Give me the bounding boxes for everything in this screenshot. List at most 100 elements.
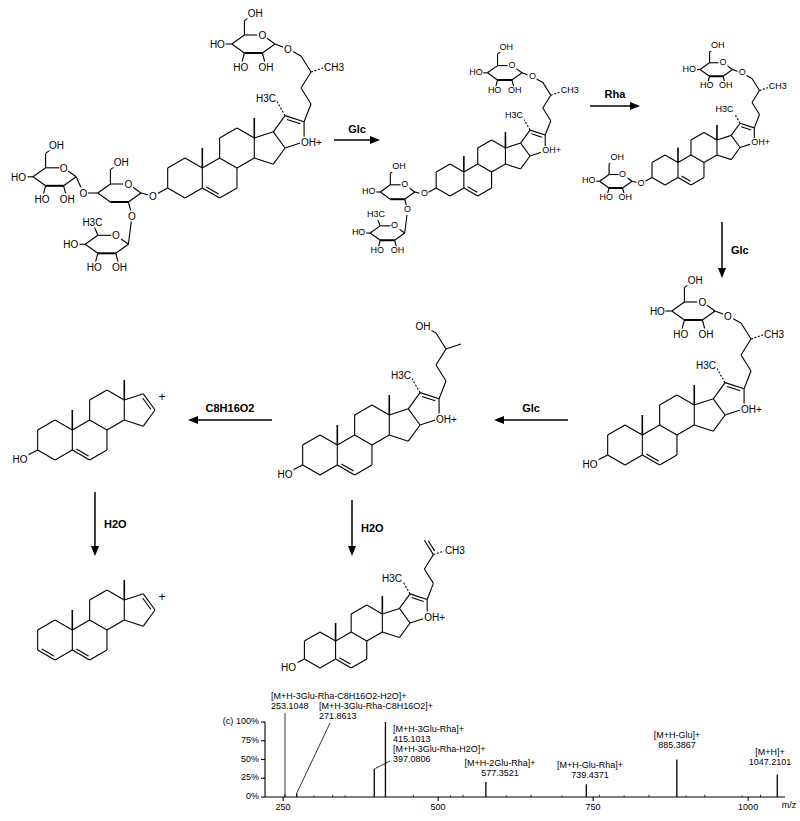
bond-line <box>659 405 660 425</box>
bond-line <box>185 188 202 198</box>
bond-line <box>273 116 285 132</box>
bond-line <box>478 140 492 148</box>
atom-label: HO <box>12 454 29 465</box>
bond-line <box>723 70 732 77</box>
axis-label: 25% <box>240 773 260 783</box>
bond-line <box>600 175 609 182</box>
bond-line <box>512 73 522 80</box>
peak-label: 415.1013 <box>392 735 432 745</box>
bond-line <box>652 178 665 186</box>
bond-line <box>731 148 740 160</box>
double-bond-line <box>206 187 218 194</box>
arrow-label: Rha <box>604 88 627 100</box>
arrow-head <box>718 268 726 278</box>
double-bond-line <box>339 658 350 664</box>
bond-line <box>677 163 678 178</box>
bond-line <box>220 158 237 168</box>
atom-label: HO <box>582 459 599 470</box>
double-bond-line <box>741 127 751 130</box>
atom-label: OH+ <box>435 413 458 424</box>
bond-line <box>55 450 72 460</box>
spectrum-peak <box>450 796 451 798</box>
bond-line <box>123 580 125 600</box>
bond-line <box>731 135 740 147</box>
bond-line <box>367 632 383 641</box>
bond-line <box>232 44 245 53</box>
bond-line <box>744 371 751 389</box>
atom-label: H3C <box>81 216 103 227</box>
bond-line <box>382 608 399 614</box>
bond-line <box>608 425 625 435</box>
arrow-head <box>370 136 380 144</box>
bond-line <box>110 201 128 203</box>
atom-label: HO <box>277 469 294 480</box>
bond-line <box>168 158 185 168</box>
atom-label: OH <box>698 328 715 339</box>
bond-line <box>436 164 450 172</box>
bond-line <box>741 323 751 339</box>
bond-line <box>625 425 642 435</box>
spectrum-peak <box>531 795 532 797</box>
bond-line <box>741 339 751 355</box>
bond-line <box>85 244 98 253</box>
spectrum-peak <box>624 796 625 798</box>
bond-line <box>660 425 677 435</box>
peak-label: [M+H-3Glu-Rha]+ <box>392 725 465 735</box>
peak-label: 253.1048 <box>270 702 310 712</box>
arrow-label: H2O <box>360 522 385 534</box>
atom-label: CH3 <box>444 545 466 556</box>
bond-line <box>124 600 125 620</box>
bond-line <box>424 555 433 569</box>
bond-line <box>477 148 478 164</box>
bond-line <box>85 235 98 244</box>
atom-label: O <box>698 297 708 308</box>
bond-line <box>380 192 390 199</box>
spectrum-peak <box>704 795 705 797</box>
atom-label: HO <box>232 61 249 72</box>
bond-line <box>478 188 492 196</box>
bond-line <box>110 170 111 184</box>
leader-line <box>297 723 330 793</box>
atom-label: H3C <box>390 370 412 381</box>
bond-line <box>487 66 497 73</box>
axis-label: 0% <box>245 792 260 802</box>
axis-tick <box>261 740 265 741</box>
bond-line <box>390 173 391 185</box>
axis-tick <box>283 797 284 801</box>
double-bond-line <box>727 386 740 390</box>
bond-line <box>106 630 107 650</box>
spectrum-peak <box>296 793 297 797</box>
bond-line <box>304 659 320 668</box>
bond-line <box>98 193 111 202</box>
bond-line <box>694 399 713 405</box>
bond-line <box>304 104 311 122</box>
bond-line <box>45 153 46 167</box>
bond-line <box>124 620 143 626</box>
bond-line <box>713 399 725 415</box>
bond-line <box>72 410 74 430</box>
bond-line <box>244 52 262 54</box>
atom-label: HO <box>468 68 484 78</box>
double-bond-line <box>412 598 424 602</box>
bond-line <box>64 177 77 186</box>
bond-line <box>410 594 427 600</box>
bond-line <box>408 425 420 441</box>
bond-line <box>463 156 465 172</box>
atom-label: H3C <box>695 360 717 371</box>
bond-line <box>253 118 255 138</box>
spectrum-peak <box>374 769 375 798</box>
bond-line <box>395 233 405 240</box>
bond-line <box>124 594 143 600</box>
atom-label: O <box>59 162 69 173</box>
bond-line <box>543 95 551 108</box>
atom-label: O <box>148 191 158 202</box>
bond-line <box>89 600 90 620</box>
double-bond-line <box>422 396 435 400</box>
bond-line <box>262 44 275 53</box>
bond-line <box>273 148 285 164</box>
atom-label: OH+ <box>423 612 446 623</box>
bond-line <box>304 641 305 659</box>
bond-line <box>382 596 384 614</box>
bond-line <box>72 430 73 450</box>
